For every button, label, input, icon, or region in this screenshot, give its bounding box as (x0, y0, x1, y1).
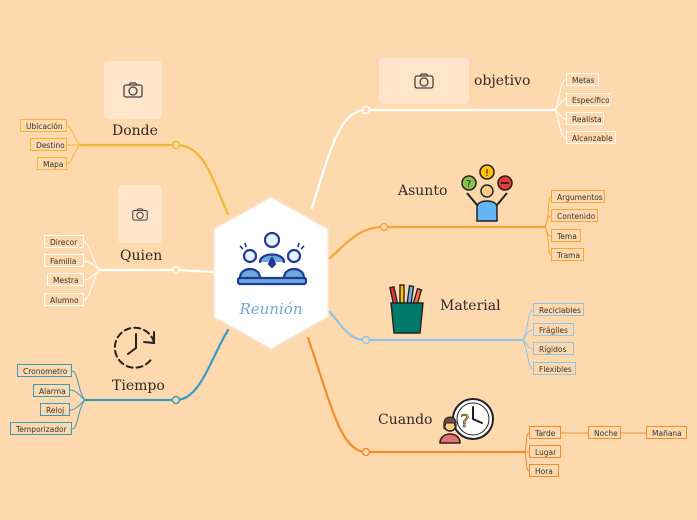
leaf-donde-mapa[interactable]: Mapa (37, 157, 67, 170)
camera-icon (414, 73, 434, 89)
central-hexagon[interactable] (212, 195, 330, 351)
leaf-tiempo-temporizador[interactable]: Temporizador (10, 422, 72, 435)
leaf-cuando-manana[interactable]: Mañana (646, 426, 687, 439)
woman-clock-icon: ? (439, 398, 494, 444)
branch-label-cuando[interactable]: Cuando (378, 412, 433, 428)
svg-text:?: ? (466, 179, 471, 190)
leaf-tiempo-cronometro[interactable]: Cronometro (17, 364, 72, 377)
camera-icon (132, 207, 148, 221)
leaf-cuando-tarde[interactable]: Tarde (529, 426, 561, 439)
branch-label-donde[interactable]: Donde (112, 123, 158, 139)
leaf-cuando-hora[interactable]: Hora (529, 464, 559, 477)
leaf-asunto-tema[interactable]: Tema (551, 229, 581, 242)
branch-label-objetivo[interactable]: objetivo (474, 73, 531, 89)
leaf-quien-mestra[interactable]: Mestra (47, 273, 84, 286)
leaf-donde-ubicacion[interactable]: Ubicación (20, 119, 67, 132)
branch-label-asunto[interactable]: Asunto (398, 183, 448, 199)
leaf-objetivo-especifico[interactable]: Específico (566, 93, 610, 106)
leaf-asunto-contenido[interactable]: Contenido (551, 209, 598, 222)
leaf-tiempo-alarma[interactable]: Alarma (33, 384, 70, 397)
branch-label-tiempo[interactable]: Tiempo (112, 378, 165, 394)
branch-label-quien[interactable]: Quien (120, 248, 163, 264)
leaf-objetivo-alcanzable[interactable]: Alcanzable (566, 131, 616, 144)
leaf-tiempo-reloj[interactable]: Reloj (40, 403, 70, 416)
leaf-cuando-noche[interactable]: Noche (588, 426, 621, 439)
central-topic-title[interactable]: Reunión (239, 300, 303, 318)
camera-icon (123, 82, 143, 98)
leaf-material-reciclables[interactable]: Reciclables (533, 303, 584, 316)
leaf-asunto-trama[interactable]: Trama (551, 248, 584, 261)
leaf-material-flexibles[interactable]: Flexibles (533, 362, 576, 375)
leaf-cuando-lugar[interactable]: Lugar (529, 445, 561, 458)
leaf-material-fragiles[interactable]: Frágiles (533, 323, 574, 336)
donde-image-placeholder (104, 61, 162, 119)
leaf-asunto-argumentos[interactable]: Argumentos (551, 190, 605, 203)
svg-text:!: ! (485, 168, 489, 179)
branch-line-asunto (328, 225, 547, 260)
meeting-people-icon (236, 231, 308, 286)
leaf-quien-alumno[interactable]: Alumno (44, 293, 84, 306)
leaf-donde-destino[interactable]: Destino (30, 138, 67, 151)
branch-label-material[interactable]: Material (440, 298, 501, 314)
leaf-quien-familia[interactable]: Familia (44, 254, 84, 267)
pencil-cup-icon (389, 284, 424, 334)
leaf-objetivo-metas[interactable]: Metas (566, 73, 599, 86)
leaf-material-rigidos[interactable]: Rígidos (533, 342, 574, 355)
person-questions-icon: ? ! (461, 164, 513, 222)
quien-image-placeholder (118, 185, 162, 243)
clock-refresh-icon (113, 326, 155, 369)
objetivo-image-placeholder (379, 58, 469, 104)
leaf-objetivo-realista[interactable]: Realista (566, 112, 604, 125)
leaf-quien-direcor[interactable]: Direcor (44, 235, 84, 248)
svg-text:?: ? (460, 411, 470, 432)
branch-line-quien (98, 268, 216, 274)
